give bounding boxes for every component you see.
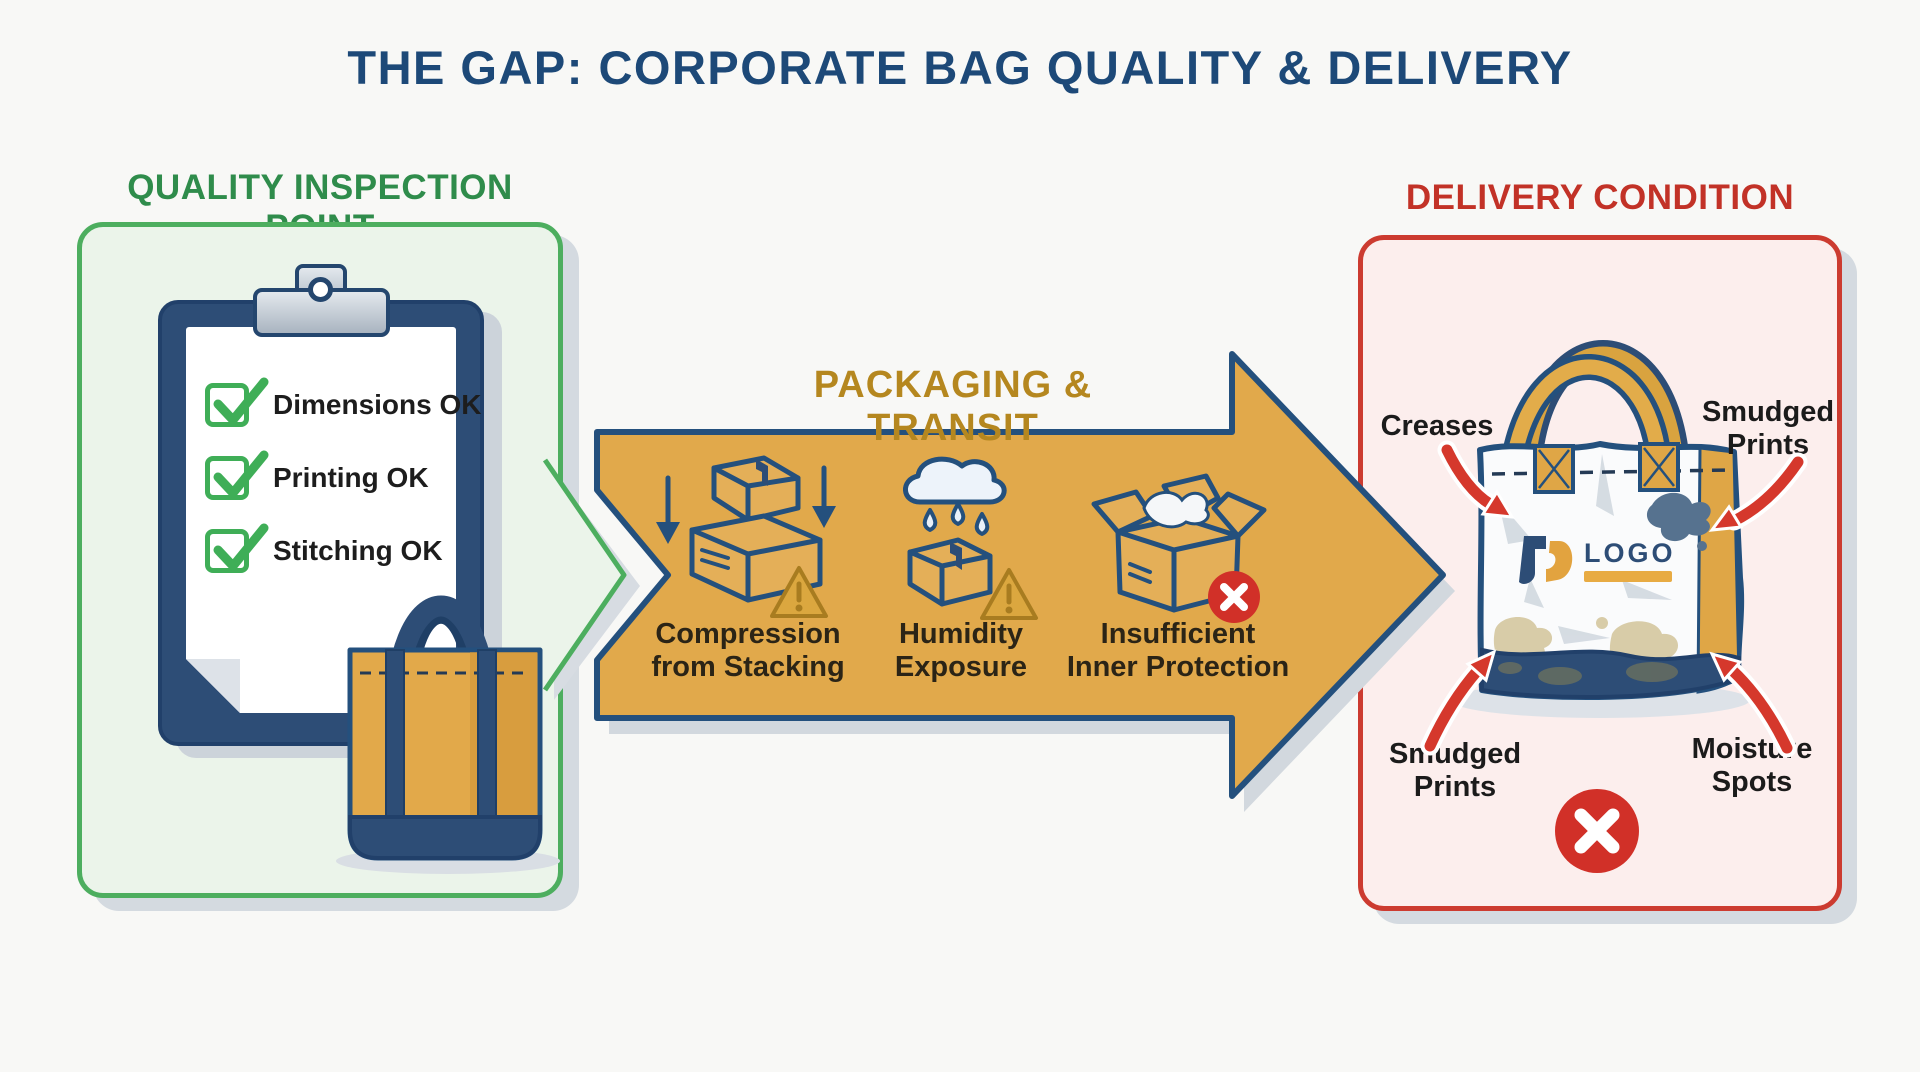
hazard-label-line: Humidity bbox=[898, 618, 1024, 650]
defect-label-line: Creases bbox=[1380, 410, 1494, 442]
down-arrow-icon bbox=[656, 522, 680, 544]
bottom-band-stains bbox=[1498, 662, 1678, 685]
clipboard-clip-hole bbox=[308, 277, 333, 302]
defect-label-line: Prints bbox=[1413, 771, 1497, 803]
error-x-badge-icon bbox=[1208, 571, 1260, 623]
defect-label-line: Smudged bbox=[1701, 396, 1835, 428]
checklist-item-label: Stitching OK bbox=[273, 535, 443, 566]
check-icon bbox=[213, 377, 269, 425]
bag-bottom-band bbox=[348, 815, 542, 860]
checklist-row: Printing OK bbox=[205, 450, 429, 500]
bag-bottom-band bbox=[1480, 647, 1741, 700]
bag-logo-text: LOGO bbox=[1584, 538, 1676, 568]
crumpled-paper bbox=[1142, 491, 1210, 529]
defect-label-line: Moisture bbox=[1691, 733, 1813, 765]
defect-label-line: Prints bbox=[1726, 429, 1810, 461]
bag-logo-underline bbox=[1584, 571, 1672, 582]
rejected-x-badge bbox=[1555, 789, 1639, 873]
box-tape bbox=[950, 542, 962, 570]
hazard-label-line: Compression bbox=[655, 618, 841, 650]
box-tape bbox=[756, 459, 768, 486]
checklist-row: Stitching OK bbox=[205, 523, 443, 573]
defect-label-line: Spots bbox=[1711, 766, 1793, 798]
stacked-boxes-compression-icon bbox=[656, 455, 836, 618]
down-arrow-icon bbox=[812, 506, 836, 528]
checkbox-checked bbox=[205, 377, 269, 427]
check-icon bbox=[213, 523, 269, 571]
hazard-label-line: Inner Protection bbox=[1066, 651, 1290, 683]
hazard-label-humidity: Humidity Exposure bbox=[841, 618, 1081, 684]
rain-cloud-over-box-icon bbox=[903, 456, 1038, 620]
bag-stitch-line bbox=[1491, 468, 1731, 476]
patch-x-stitches bbox=[1538, 447, 1675, 489]
smudge-dot bbox=[1697, 541, 1707, 551]
open-box-no-padding-icon bbox=[1091, 473, 1267, 623]
damaged-tote-bag bbox=[1450, 340, 1750, 718]
checklist-item-label: Printing OK bbox=[273, 462, 429, 493]
raindrops-icon bbox=[922, 502, 990, 536]
defect-label-creases: Creases bbox=[1357, 410, 1517, 443]
page-title: THE GAP: CORPORATE BAG QUALITY & DELIVER… bbox=[347, 41, 1573, 94]
checklist-item-label: Dimensions OK bbox=[273, 389, 482, 420]
hazard-label-line: from Stacking bbox=[651, 651, 845, 683]
defect-label-line: Smudged bbox=[1388, 738, 1522, 770]
bag-strap-right bbox=[477, 649, 497, 821]
smudge-blob bbox=[1646, 492, 1711, 542]
checklist-row: Dimensions OK bbox=[205, 377, 482, 427]
bag-strap-left bbox=[385, 649, 405, 821]
defect-label-smudged-bottom: Smudged Prints bbox=[1375, 738, 1535, 804]
hazard-label-line: Insufficient bbox=[1100, 618, 1256, 650]
bag-logo-mark-icon bbox=[1519, 536, 1573, 584]
defect-label-moisture: Moisture Spots bbox=[1672, 733, 1832, 799]
warning-triangle-icon bbox=[980, 568, 1038, 620]
checkbox-checked bbox=[205, 450, 269, 500]
defect-label-smudged-top: Smudged Prints bbox=[1688, 396, 1848, 462]
checkbox-checked bbox=[205, 523, 269, 573]
hazard-label-protection: Insufficient Inner Protection bbox=[1058, 618, 1298, 684]
hazard-label-line: Exposure bbox=[894, 651, 1028, 683]
approved-tote-bag bbox=[336, 595, 560, 874]
hazard-label-compression: Compression from Stacking bbox=[628, 618, 868, 684]
x-icon bbox=[1574, 808, 1620, 854]
check-icon bbox=[213, 450, 269, 498]
cloud-icon bbox=[903, 456, 1007, 505]
warning-triangle-icon bbox=[770, 566, 828, 618]
transit-heading: PACKAGING & TRANSIT bbox=[813, 364, 1093, 449]
bag-handles bbox=[1497, 340, 1691, 494]
delivery-panel-heading: DELIVERY CONDITION bbox=[1405, 178, 1795, 217]
